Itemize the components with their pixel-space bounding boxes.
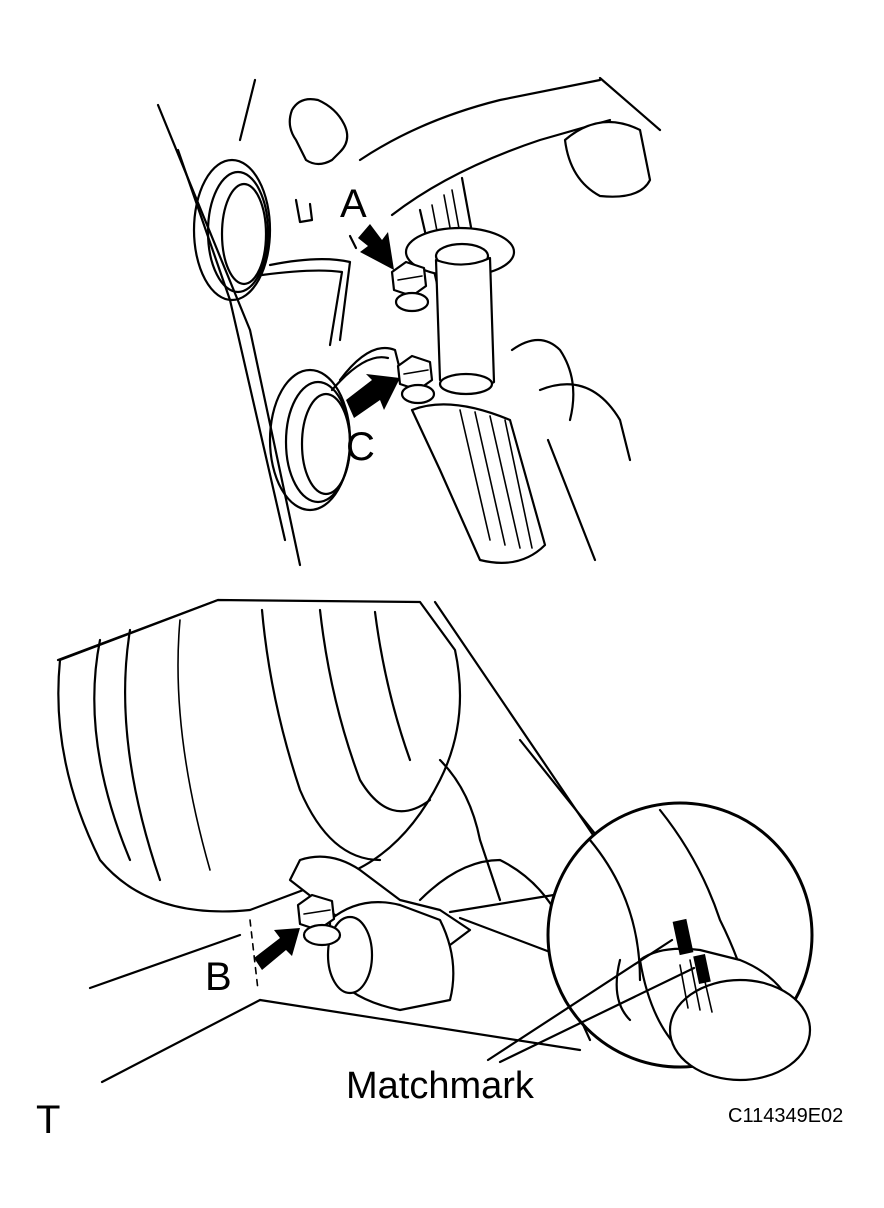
corner-mark: T [36, 1098, 60, 1142]
figure-code: C114349E02 [728, 1105, 843, 1127]
upper-illustration: A C [156, 76, 662, 567]
lower-illustration: B Matchmark [56, 598, 814, 1107]
bolt-a [390, 260, 430, 313]
label-c: C [346, 425, 375, 469]
label-a: A [340, 182, 367, 226]
magnified-detail [546, 801, 814, 1082]
matchmark-label: Matchmark [346, 1065, 535, 1107]
coiled-pipe-lower [268, 346, 402, 512]
label-b: B [205, 955, 232, 999]
coiled-pipe-upper [192, 158, 352, 347]
arrow-c-icon [346, 374, 400, 418]
matchmark-bar-upper [672, 918, 694, 956]
bolt-b [296, 893, 342, 947]
arrow-b-icon [254, 928, 300, 970]
matchmark-bar-lower [693, 954, 711, 984]
bolt-c [396, 354, 436, 405]
arrow-a-icon [358, 224, 394, 270]
